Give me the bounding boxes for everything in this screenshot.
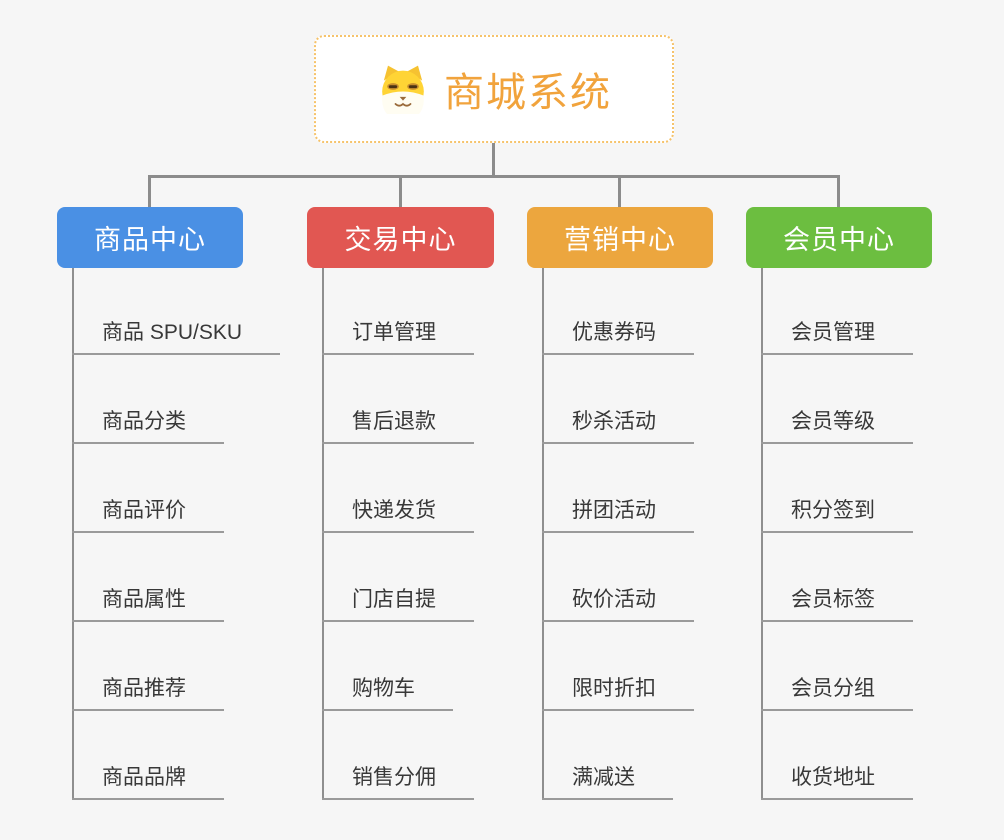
branch-label: 商品中心 [94, 225, 206, 255]
leaf-item[interactable]: 商品评价 [72, 491, 224, 533]
branch-spine-4 [761, 268, 763, 800]
branch-spine-2 [322, 268, 324, 800]
leaf-item[interactable]: 限时折扣 [542, 669, 694, 711]
leaf-item[interactable]: 会员标签 [761, 580, 913, 622]
leaf-item[interactable]: 拼团活动 [542, 491, 694, 533]
leaf-item[interactable]: 满减送 [542, 758, 673, 800]
leaf-item[interactable]: 商品品牌 [72, 758, 224, 800]
branch-node-product-center[interactable]: 商品中心 [57, 207, 243, 268]
root-node[interactable]: 商城系统 [314, 35, 674, 143]
leaf-item[interactable]: 购物车 [322, 669, 453, 711]
branch-node-marketing-center[interactable]: 营销中心 [527, 207, 713, 268]
leaf-item[interactable]: 快递发货 [322, 491, 474, 533]
branch-node-member-center[interactable]: 会员中心 [746, 207, 932, 268]
leaf-item[interactable]: 优惠券码 [542, 313, 694, 355]
leaf-item[interactable]: 会员分组 [761, 669, 913, 711]
leaf-item[interactable]: 砍价活动 [542, 580, 694, 622]
tree-connector-drop-3 [618, 175, 621, 208]
leaf-item[interactable]: 商品分类 [72, 402, 224, 444]
leaf-item[interactable]: 会员等级 [761, 402, 913, 444]
tree-connector-horizontal [148, 175, 840, 178]
leaf-item[interactable]: 收货地址 [761, 758, 913, 800]
root-title: 商城系统 [444, 71, 612, 115]
leaf-item[interactable]: 门店自提 [322, 580, 474, 622]
tree-connector-drop-2 [399, 175, 402, 208]
tree-connector-root [492, 143, 495, 178]
leaf-item[interactable]: 秒杀活动 [542, 402, 694, 444]
leaf-item[interactable]: 销售分佣 [322, 758, 474, 800]
branch-spine-1 [72, 268, 74, 800]
leaf-item[interactable]: 积分签到 [761, 491, 913, 533]
leaf-item[interactable]: 售后退款 [322, 402, 474, 444]
tree-connector-drop-4 [837, 175, 840, 208]
leaf-item[interactable]: 会员管理 [761, 313, 913, 355]
branch-spine-3 [542, 268, 544, 800]
branch-label: 营销中心 [564, 225, 676, 255]
branch-label: 交易中心 [344, 225, 457, 255]
shiba-dog-icon [376, 64, 430, 114]
branch-label: 会员中心 [783, 225, 895, 255]
leaf-item[interactable]: 商品 SPU/SKU [72, 313, 281, 355]
branch-node-trade-center[interactable]: 交易中心 [307, 207, 494, 268]
leaf-item[interactable]: 订单管理 [322, 313, 474, 355]
leaf-item[interactable]: 商品推荐 [72, 669, 224, 711]
tree-connector-drop-1 [148, 175, 151, 208]
leaf-item[interactable]: 商品属性 [72, 580, 224, 622]
